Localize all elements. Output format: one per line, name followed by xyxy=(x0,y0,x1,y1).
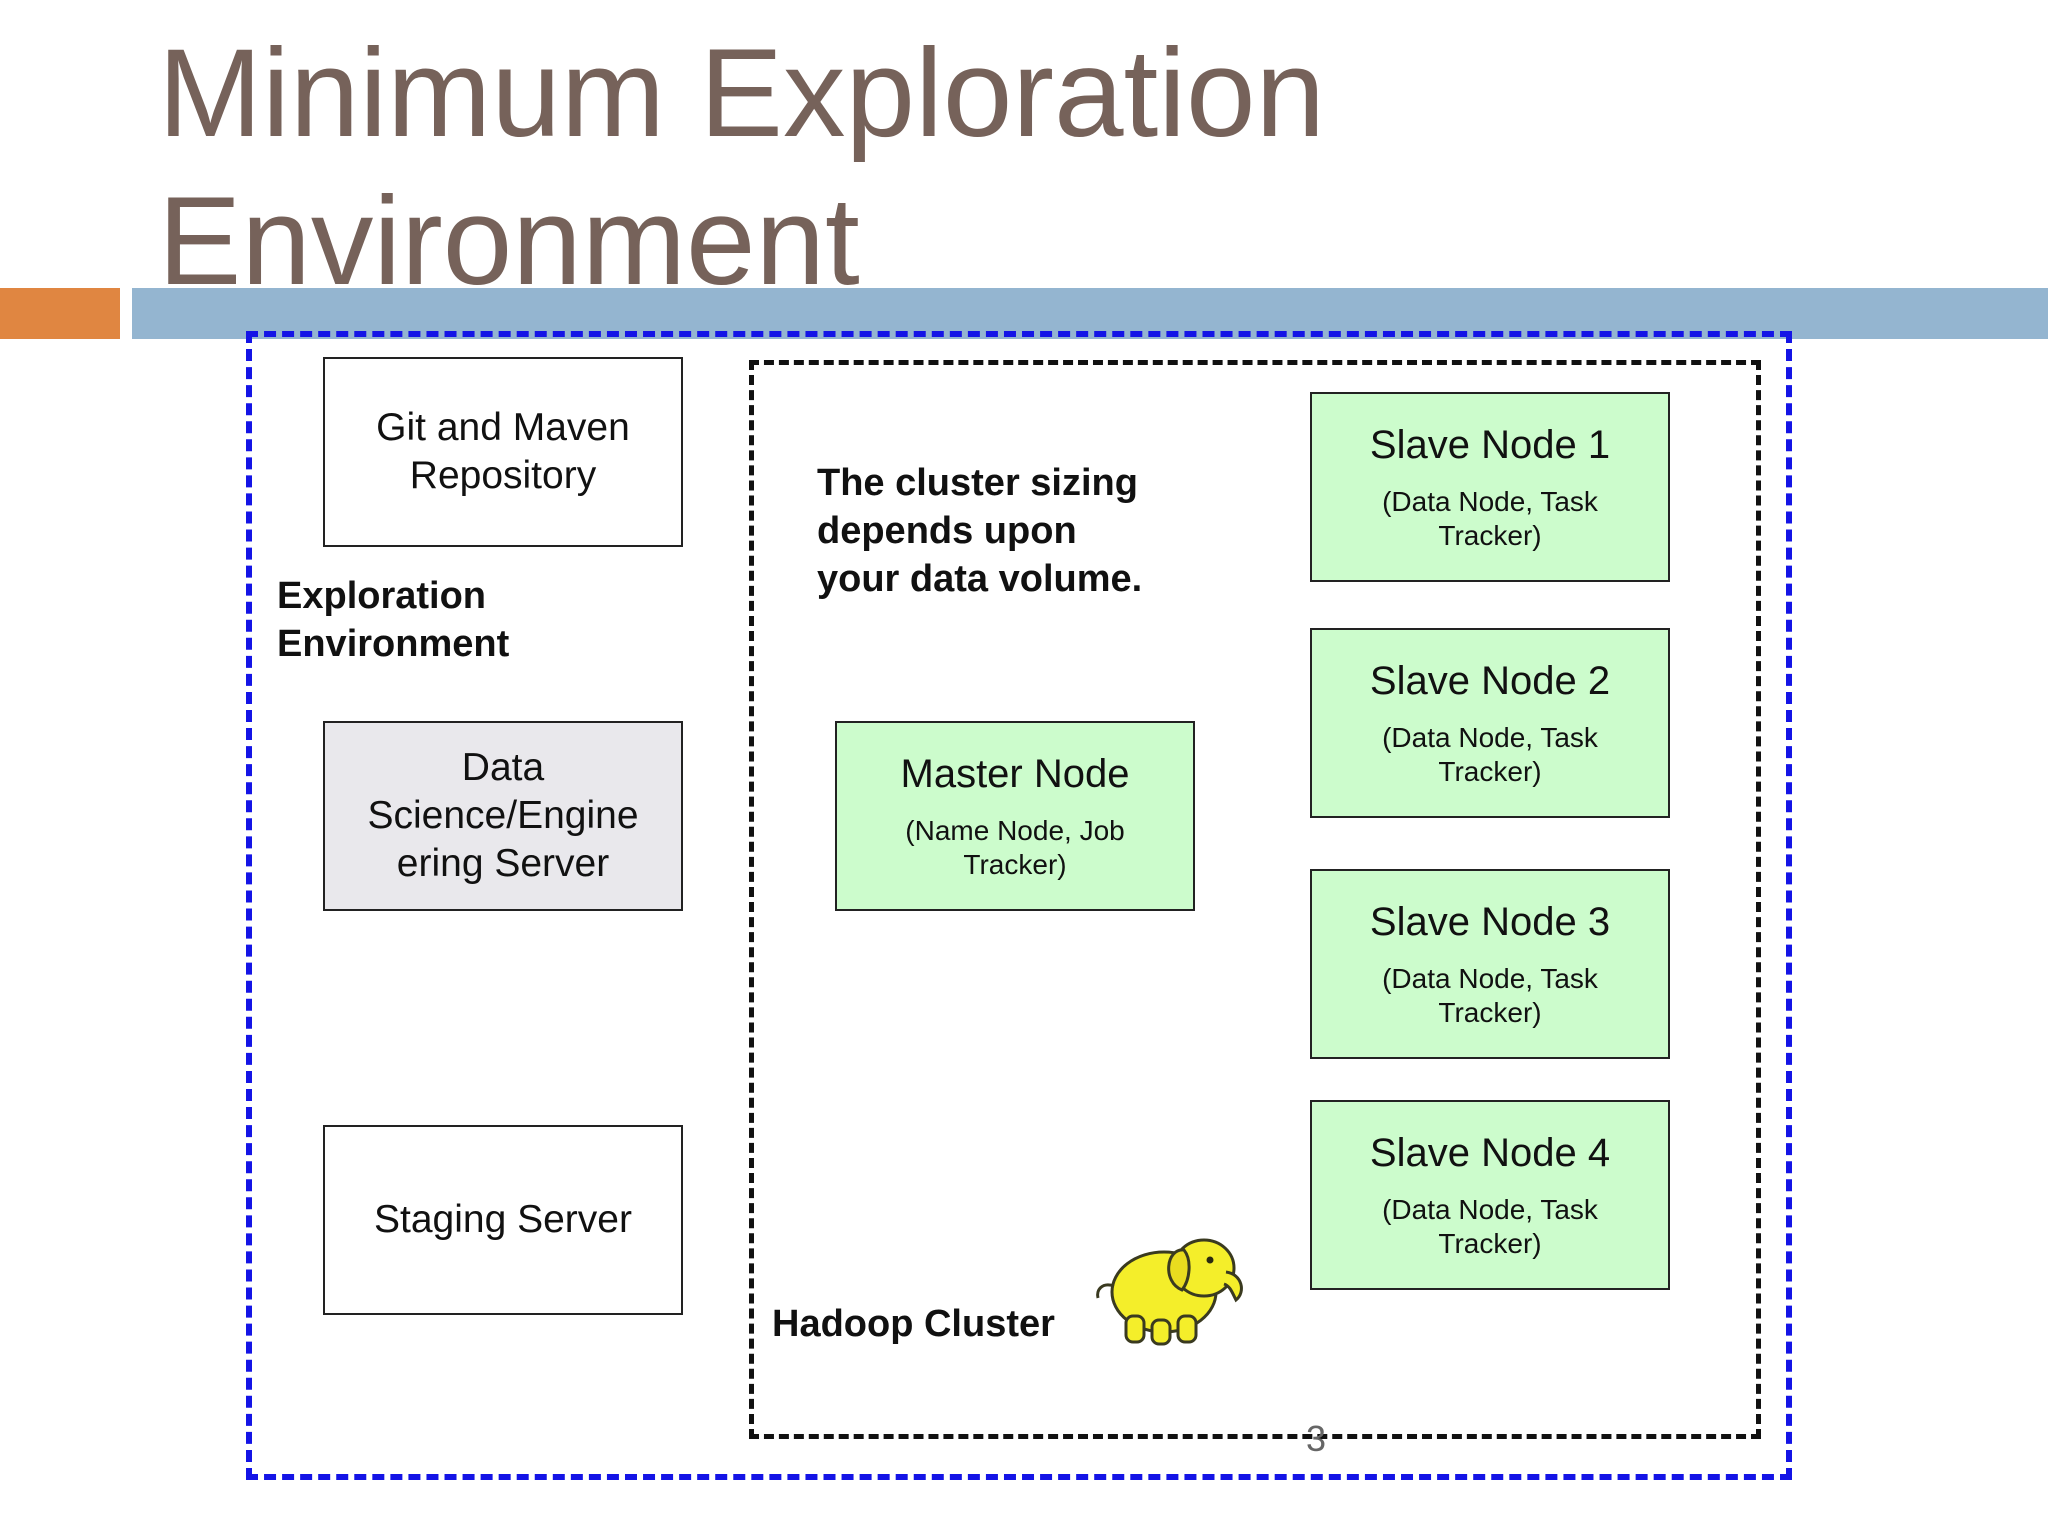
exploration-environment-boundary xyxy=(246,331,1792,1480)
data-science-engineering-server-box: Data Science/Engine ering Server xyxy=(323,721,683,911)
slave-node-2-box: Slave Node 2 (Data Node, Task Tracker) xyxy=(1310,628,1670,818)
data-science-line-2: Science/Engine xyxy=(367,794,639,837)
slave-node-2-subtitle-line-2: Tracker) xyxy=(1438,756,1542,787)
accent-bar-blue xyxy=(132,288,2048,339)
master-node-title: Master Node xyxy=(900,752,1130,796)
slave-node-4-title: Slave Node 4 xyxy=(1369,1131,1611,1175)
slide-title: Minimum Exploration Environment xyxy=(158,20,1858,316)
exploration-environment-label-line-2: Environment xyxy=(277,623,510,665)
cluster-sizing-note-line-2: depends upon xyxy=(817,510,1077,552)
exploration-environment-label-line-1: Exploration xyxy=(277,575,487,617)
hadoop-cluster-label: Hadoop Cluster xyxy=(772,1303,1055,1345)
slide-title-line-1: Minimum Exploration xyxy=(158,24,1326,163)
data-science-line-1: Data xyxy=(461,746,545,789)
slave-node-2-subtitle: (Data Node, Task Tracker) xyxy=(1382,721,1598,789)
cluster-sizing-note-line-3: your data volume. xyxy=(817,558,1143,600)
slave-node-4-subtitle-line-1: (Data Node, Task xyxy=(1382,1194,1598,1225)
slave-node-3-subtitle-line-2: Tracker) xyxy=(1438,997,1542,1028)
master-node-box: Master Node (Name Node, Job Tracker) xyxy=(835,721,1195,911)
slave-node-3-subtitle: (Data Node, Task Tracker) xyxy=(1382,962,1598,1030)
slave-node-2-title: Slave Node 2 xyxy=(1369,659,1611,703)
slave-node-1-subtitle-line-1: (Data Node, Task xyxy=(1382,486,1598,517)
slave-node-3-title: Slave Node 3 xyxy=(1369,900,1611,944)
slide-title-line-2: Environment xyxy=(158,172,860,311)
git-maven-repository-label: Git and Maven Repository xyxy=(376,404,630,500)
cluster-sizing-note-line-1: The cluster sizing xyxy=(817,462,1138,504)
slave-node-4-subtitle: (Data Node, Task Tracker) xyxy=(1382,1193,1598,1261)
slave-node-4-box: Slave Node 4 (Data Node, Task Tracker) xyxy=(1310,1100,1670,1290)
slave-node-3-box: Slave Node 3 (Data Node, Task Tracker) xyxy=(1310,869,1670,1059)
page-number: 3 xyxy=(1306,1418,1327,1459)
slave-node-3-subtitle-line-1: (Data Node, Task xyxy=(1382,963,1598,994)
accent-bar-orange xyxy=(0,288,120,339)
slave-node-1-box: Slave Node 1 (Data Node, Task Tracker) xyxy=(1310,392,1670,582)
master-node-subtitle-line-2: Tracker) xyxy=(963,849,1067,880)
slave-node-2-subtitle-line-1: (Data Node, Task xyxy=(1382,722,1598,753)
hadoop-cluster-boundary xyxy=(749,360,1761,1439)
staging-server-box: Staging Server xyxy=(323,1125,683,1315)
slave-node-1-subtitle: (Data Node, Task Tracker) xyxy=(1382,485,1598,553)
git-maven-line-2: Repository xyxy=(409,454,597,497)
git-maven-line-1: Git and Maven xyxy=(376,406,630,449)
slave-node-1-subtitle-line-2: Tracker) xyxy=(1438,520,1542,551)
hadoop-elephant-icon xyxy=(1096,1238,1243,1346)
slave-node-1-title: Slave Node 1 xyxy=(1369,423,1611,467)
cluster-sizing-note: The cluster sizing depends upon your dat… xyxy=(817,459,1142,603)
exploration-environment-label: Exploration Environment xyxy=(277,572,509,668)
master-node-subtitle-line-1: (Name Node, Job xyxy=(905,815,1125,846)
data-science-line-3: ering Server xyxy=(396,842,610,885)
data-science-engineering-server-label: Data Science/Engine ering Server xyxy=(367,744,638,888)
master-node-subtitle: (Name Node, Job Tracker) xyxy=(905,814,1124,882)
git-maven-repository-box: Git and Maven Repository xyxy=(323,357,683,547)
staging-server-label: Staging Server xyxy=(374,1198,632,1241)
slave-node-4-subtitle-line-2: Tracker) xyxy=(1438,1228,1542,1259)
